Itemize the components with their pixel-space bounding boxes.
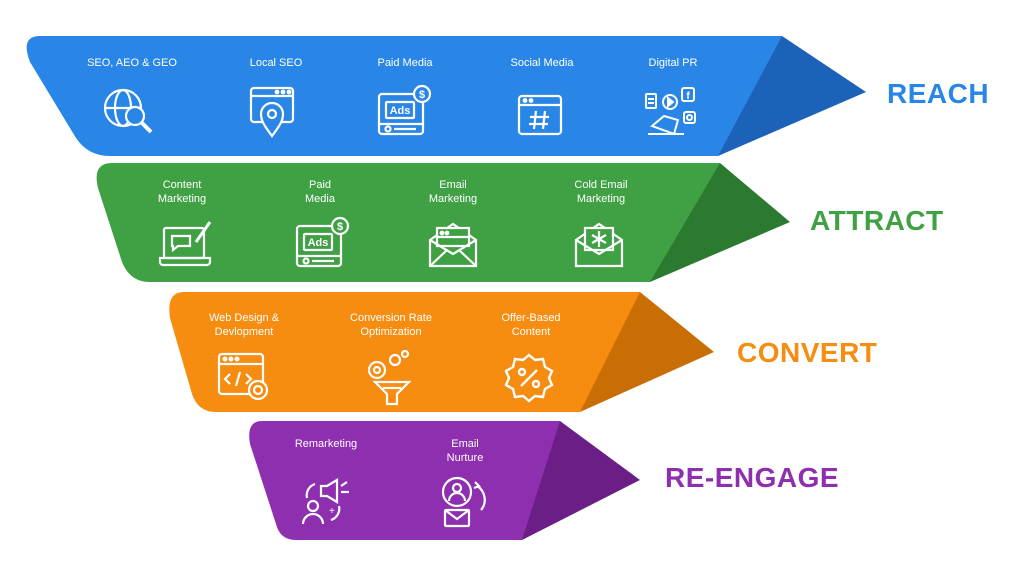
reach-item-label: Local SEO	[249, 57, 303, 69]
snowflake-envelope-icon	[574, 222, 624, 268]
envelope-icon	[428, 222, 478, 268]
reach-band	[26, 36, 782, 156]
attract-item-label: Content Marketing	[157, 179, 207, 205]
convert-item-label: Conversion Rate Optimization	[350, 312, 432, 338]
attract-band-fold	[632, 163, 790, 282]
stage-title-convert: CONVERT	[737, 337, 878, 368]
svg-text:Ads: Ads	[308, 237, 329, 249]
stage-title-attract: ATTRACT	[810, 205, 944, 236]
svg-text:+: +	[329, 506, 335, 517]
funnel-gears-icon	[367, 350, 412, 406]
user-mail-cycle-icon	[441, 476, 486, 528]
svg-text:Ads: Ads	[390, 105, 411, 117]
location-browser-icon	[249, 86, 295, 138]
attract-band	[96, 163, 721, 282]
stage-title-reach: REACH	[887, 78, 990, 109]
code-window-gear-icon	[217, 352, 269, 401]
svg-text:$: $	[419, 89, 425, 101]
reach-item-label: Paid Media	[377, 57, 433, 69]
reach-item-label: SEO, AEO & GEO	[87, 57, 177, 69]
laptop-pen-icon	[158, 221, 212, 267]
reengage-item-label: Email Nurture	[446, 438, 484, 464]
svg-text:$: $	[337, 221, 343, 233]
reach-item-label: Social Media	[510, 57, 574, 69]
megaphone-user-icon: +	[301, 478, 349, 525]
globe-search-icon	[103, 88, 153, 134]
ads-monitor-icon: Ads $	[377, 84, 432, 136]
stage-title-re-engage: RE-ENGAGE	[665, 462, 840, 493]
attract-item-label: Paid Media	[305, 179, 335, 205]
convert-item-label: Web Design & Devlopment	[208, 312, 280, 338]
ads-monitor-icon: Ads $	[295, 216, 350, 268]
reengage-item-label: Remarketing	[294, 438, 358, 450]
convert-item-label: Offer-Based Content	[501, 312, 561, 338]
megaphone-social-icon: f	[645, 87, 696, 136]
percent-badge-icon	[504, 353, 554, 403]
re-engage-band	[249, 421, 560, 540]
hashtag-window-icon	[517, 94, 563, 136]
svg-text:f: f	[686, 91, 690, 102]
attract-item-label: Email Marketing	[428, 179, 478, 205]
attract-item-label: Cold Email Marketing	[574, 179, 628, 205]
reach-item-label: Digital PR	[648, 57, 698, 69]
